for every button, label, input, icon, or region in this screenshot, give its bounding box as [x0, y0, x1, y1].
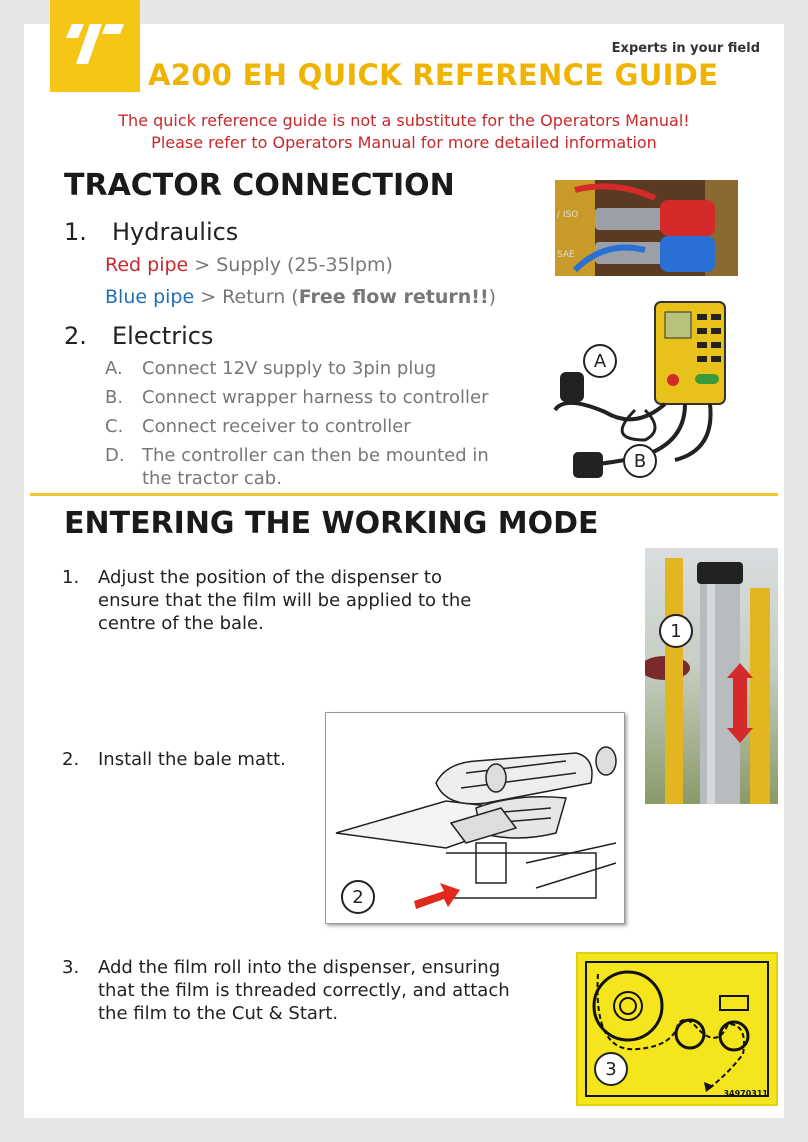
item-text: The controller can then be mounted in th… [142, 445, 489, 489]
red-pipe-desc: > Supply (25-35lpm) [188, 254, 393, 276]
item-text: Connect 12V supply to 3pin plug [142, 358, 437, 379]
item-letter: A. [105, 358, 123, 379]
blue-pipe-line: Blue pipe > Return (Free flow return!!) [105, 286, 496, 308]
step-3: 3. Add the film roll into the dispenser,… [62, 956, 513, 1025]
item-letter: C. [105, 416, 124, 437]
step-2: 2. Install the bale matt. [62, 748, 518, 771]
list-item: B. Connect wrapper harness to controller [105, 383, 522, 412]
blue-pipe-emphasis: Free flow return!! [298, 286, 489, 308]
step-number: 1. [62, 567, 80, 588]
hydraulics-number: 1. [64, 218, 87, 246]
red-pipe-label: Red pipe [105, 254, 189, 276]
electrics-heading: 2. Electrics [64, 322, 213, 350]
hydraulics-label: Hydraulics [112, 218, 239, 246]
item-letter: B. [105, 387, 124, 408]
blue-pipe-desc: > Return ( [194, 286, 299, 308]
step-text: Install the bale matt. [98, 749, 286, 770]
section-title-working-mode: ENTERING THE WORKING MODE [64, 506, 599, 541]
callout-b: B [623, 444, 657, 478]
callout-1: 1 [659, 614, 693, 648]
logo-mark-icon [66, 24, 124, 64]
controller-photo [545, 300, 738, 490]
blue-pipe-label: Blue pipe [105, 286, 195, 308]
callout-2: 2 [341, 880, 375, 914]
disclaimer-line-2: Please refer to Operators Manual for mor… [151, 133, 657, 152]
tagline: Experts in your field [611, 41, 760, 56]
list-item: C. Connect receiver to controller [105, 412, 522, 441]
brand-logo [50, 0, 140, 92]
step-1: 1. Adjust the position of the dispenser … [62, 566, 483, 635]
hydraulic-couplers-photo: / ISO SAE [555, 180, 738, 276]
section-title-tractor: TRACTOR CONNECTION [64, 168, 455, 203]
item-letter: D. [105, 445, 125, 466]
list-item: A. Connect 12V supply to 3pin plug [105, 354, 522, 383]
disclaimer-line-1: The quick reference guide is not a subst… [118, 111, 690, 130]
bale-matt-diagram [325, 712, 625, 924]
section-divider [30, 493, 778, 496]
red-pipe-line: Red pipe > Supply (25-35lpm) [105, 254, 393, 276]
electrics-label: Electrics [112, 322, 214, 350]
electrics-number: 2. [64, 322, 87, 350]
item-text: Connect wrapper harness to controller [142, 387, 489, 408]
sae-photo-label: SAE [557, 250, 575, 260]
hydraulics-heading: 1. Hydraulics [64, 218, 238, 246]
electrics-list: A. Connect 12V supply to 3pin plug B. Conn… [105, 354, 522, 490]
item-text: Connect receiver to controller [142, 416, 411, 437]
disclaimer: The quick reference guide is not a subst… [0, 110, 808, 154]
page-title: A200 EH QUICK REFERENCE GUIDE [148, 58, 719, 92]
dispenser-photo [645, 548, 778, 804]
iso-photo-label: / ISO [557, 210, 579, 220]
step-number: 3. [62, 957, 80, 978]
list-item: D. The controller can then be mounted in … [105, 441, 522, 490]
step-text: Add the film roll into the dispenser, en… [98, 957, 510, 1024]
callout-3: 3 [594, 1052, 628, 1086]
step-text: Adjust the position of the dispenser to … [98, 567, 472, 634]
step-number: 2. [62, 749, 80, 770]
sticker-code: 34970311 [723, 1089, 768, 1098]
blue-pipe-close: ) [488, 286, 497, 308]
callout-a: A [583, 344, 617, 378]
